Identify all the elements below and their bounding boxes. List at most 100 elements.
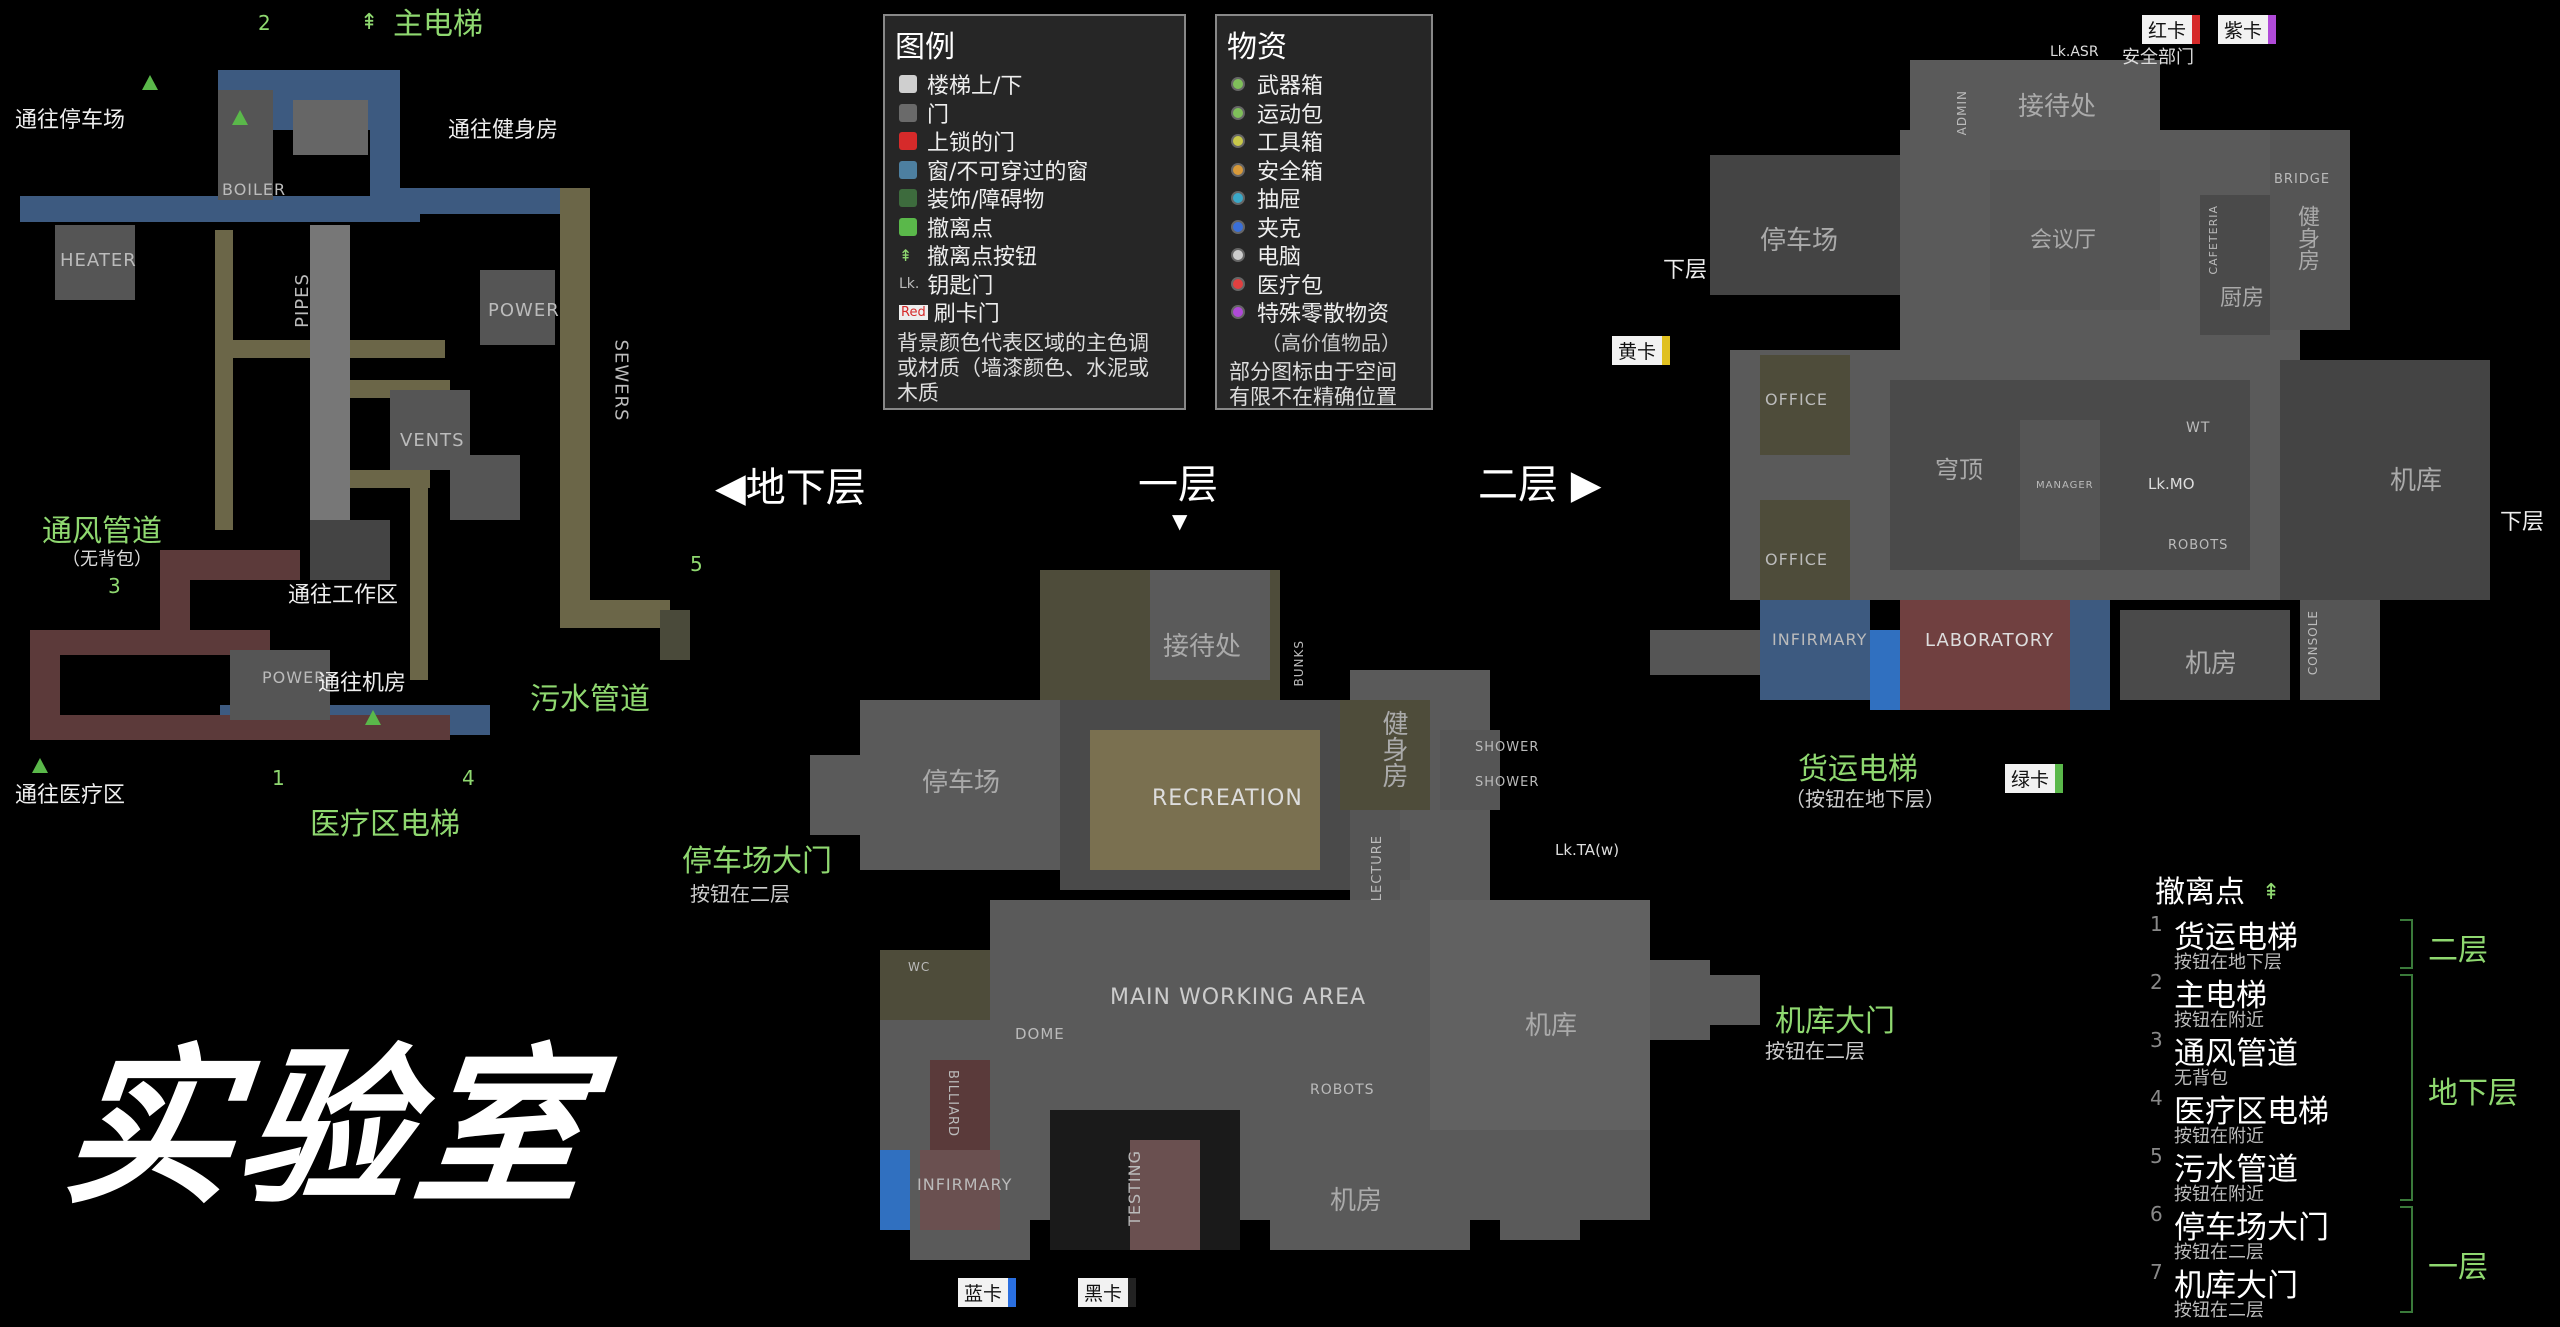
red-card-tag: 红卡 [2142, 15, 2201, 44]
exit-button-icon: ⇞ [899, 246, 913, 266]
power2-room [230, 650, 330, 720]
room-admin-2f: ADMIN [1955, 90, 1969, 136]
loot-item: 特殊零散物资 [1217, 298, 1431, 327]
exit-name: 污水管道 [2174, 1152, 2298, 1188]
room-infirmary-2f: INFIRMARY [1772, 630, 1868, 649]
exit-name: 机库大门 [2174, 1268, 2298, 1304]
loot-item: 运动包 [1217, 99, 1431, 128]
label-downstairs-left: 下层 [1663, 258, 1708, 283]
loot-item: 抽屉 [1217, 184, 1431, 213]
legend-item: ⇞ 撤离点按钮 [885, 241, 1184, 270]
room-billiard-1f: BILLIARD [945, 1070, 960, 1138]
obstacle-icon [899, 189, 917, 208]
label-parking-gate: 停车场大门 [682, 844, 832, 879]
label-security: 安全部门 [2122, 47, 2194, 68]
loot-label: 抽屉 [1257, 188, 1302, 214]
label-key-asr: Lk.ASR [2050, 44, 2099, 60]
room-console-2f: CONSOLE [2306, 610, 2320, 676]
exit-name: 医疗区电梯 [2174, 1094, 2329, 1130]
room-laboratory-2f: LABORATORY [1925, 630, 2055, 651]
loot-label: 运动包 [1257, 102, 1324, 128]
exit-marker-5: 5 [690, 552, 703, 576]
green-card-tag: 绿卡 [2005, 764, 2064, 793]
room-heater: HEATER [60, 250, 137, 271]
exit-note: 按钮在地下层 [2174, 952, 2282, 973]
card-door-icon: Red [899, 304, 928, 320]
legend-panel: 图例 楼梯上/下 门 上锁的门 窗/不可穿过的窗 装饰/障碍物 撤离点 ⇞撤离点… [883, 14, 1186, 410]
exit-num: 4 [2150, 1086, 2163, 1110]
room-cafeteria-2f: CAFETERIA [2207, 205, 2220, 275]
stairs-hub [310, 520, 390, 580]
floor-label-first: 一层 [1138, 462, 1218, 508]
black-card-tag: 黑卡 [1078, 1278, 1137, 1307]
room-vents: VENTS [400, 430, 465, 451]
room-dome-1f: DOME [1015, 1025, 1065, 1043]
legend-item: 楼梯上/下 [885, 70, 1184, 99]
legend-note: 背景颜色代表区域的主色调 或材质（墙漆颜色、水泥或 木质 [897, 330, 1149, 405]
window-icon [899, 160, 917, 179]
room-shower2-1f: SHOWER [1475, 775, 1540, 790]
exit-icon: ⇞ [2262, 880, 2281, 905]
exits-heading: 撤离点 [2155, 875, 2245, 910]
exit-icon: ⇞ [360, 10, 379, 35]
room-office2-2f: OFFICE [1765, 550, 1828, 569]
loot-special-note: （高价值物品） [1261, 330, 1401, 355]
exit-num: 2 [2150, 970, 2163, 994]
loot-label: 安全箱 [1257, 159, 1324, 185]
floor-label-second: 二层 ▶ [1478, 462, 1602, 508]
exit-num: 1 [2150, 912, 2163, 936]
power-room [480, 270, 555, 345]
exit-note: 无背包 [2174, 1068, 2228, 1089]
label-to-gym: 通往健身房 [448, 118, 559, 143]
exit-marker-2: 2 [258, 11, 271, 35]
exit-name: 停车场大门 [2174, 1210, 2329, 1246]
label-to-medical: 通往医疗区 [15, 783, 126, 808]
label-downstairs-right: 下层 [2500, 510, 2545, 535]
legend-label: 窗/不可穿过的窗 [927, 159, 1089, 185]
room-wc-1f: WC [908, 960, 931, 974]
page-title: 实验室 [53, 1030, 603, 1228]
loot-item: 夹克 [1217, 213, 1431, 242]
room-machine-2f: 机房 [2185, 649, 2238, 679]
first-floor-map [810, 570, 1760, 1260]
legend-label: 撤离点按钮 [927, 245, 1038, 271]
room-shower1-1f: SHOWER [1475, 740, 1540, 755]
loot-item: 工具箱 [1217, 127, 1431, 156]
loot-item: 安全箱 [1217, 156, 1431, 185]
room-dome-2f: 穹顶 [1935, 456, 1983, 484]
exit-num: 3 [2150, 1028, 2163, 1052]
yellow-card-tag: 黄卡 [1612, 336, 1671, 365]
legend-label: 门 [927, 102, 950, 128]
exit-marker-4: 4 [462, 766, 475, 790]
room-wt-2f: WT [2186, 420, 2211, 436]
legend-label: 楼梯上/下 [927, 74, 1023, 100]
second-floor-map [1650, 60, 2490, 710]
loot-note: 部分图标由于空间 有限不在精确位置 [1229, 359, 1397, 409]
boiler-room [218, 90, 273, 200]
exit-num: 5 [2150, 1144, 2163, 1168]
legend-item: Red 刷卡门 [885, 298, 1184, 327]
room-infirmary-1f: INFIRMARY [917, 1175, 1013, 1194]
room-manager-2f: MANAGER [2036, 480, 2094, 491]
loot-heading: 物资 [1227, 30, 1287, 65]
heater-room [55, 225, 135, 300]
legend-item: 上锁的门 [885, 127, 1184, 156]
exit-note: 按钮在附近 [2174, 1126, 2264, 1147]
label-to-parking: 通往停车场 [15, 108, 126, 133]
room-office1-2f: OFFICE [1765, 390, 1828, 409]
legend-label: 刷卡门 [933, 302, 1000, 328]
exit-name: 通风管道 [2174, 1036, 2298, 1072]
safe-icon [1231, 162, 1245, 177]
room-bunks-1f: BUNKS [1292, 640, 1306, 687]
label-to-machine: 通往机房 [318, 671, 407, 696]
label-to-workzone: 通往工作区 [288, 583, 399, 608]
exit-num: 6 [2150, 1202, 2163, 1226]
computer-icon [1231, 248, 1245, 263]
loot-label: 夹克 [1257, 216, 1302, 242]
sewer-exit [660, 610, 690, 660]
room-parking-1f: 停车场 [922, 768, 1001, 798]
toolbox-icon [1231, 134, 1245, 149]
vents-room [390, 390, 520, 520]
room-kitchen-2f: 厨房 [2220, 286, 2265, 311]
